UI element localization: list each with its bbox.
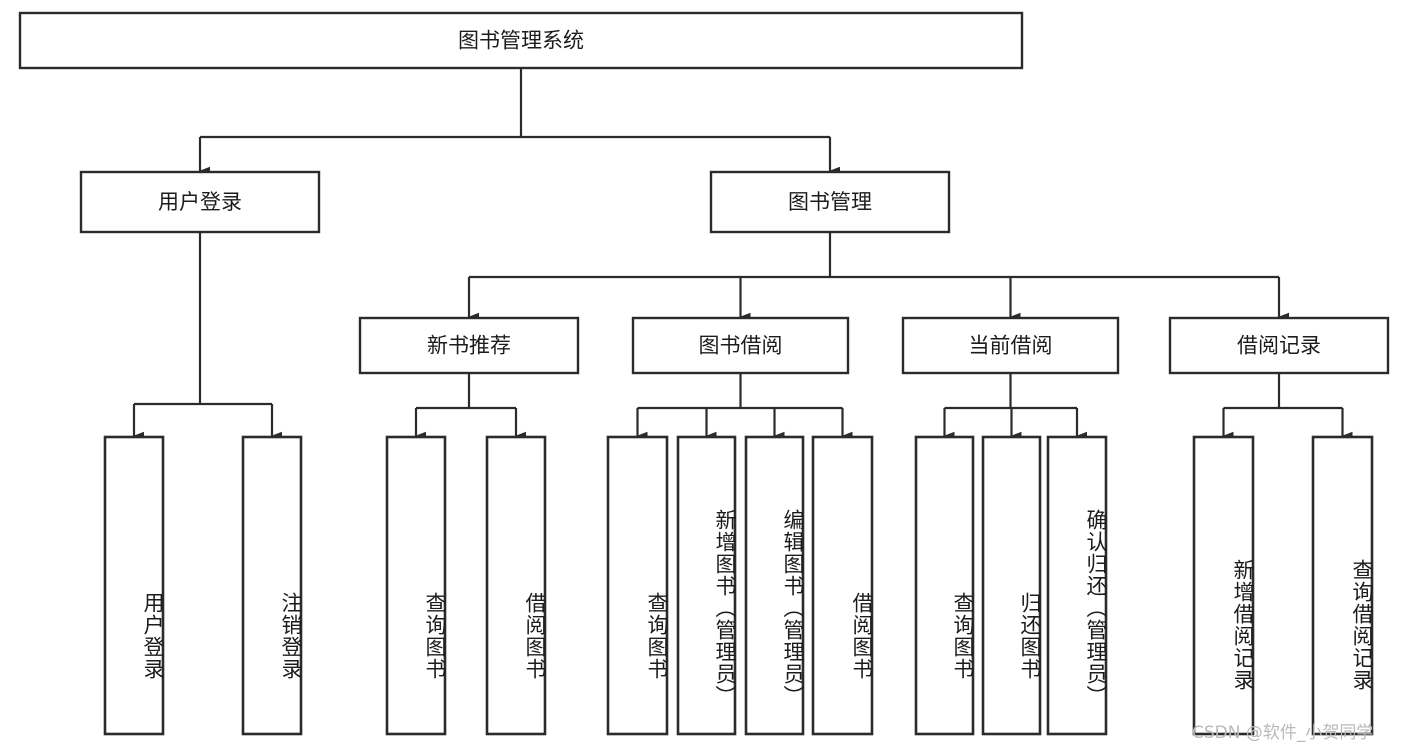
node-root (18, 11, 1024, 70)
node-level3-3-label: 借阅记录 (1237, 334, 1321, 358)
node-level2-1 (709, 170, 951, 234)
node-leaf-5-label: 新增图书（管理员） (713, 509, 737, 708)
node-leaf-11-label: 新增借阅记录 (1231, 558, 1255, 691)
node-level3-0-label: 新书推荐 (427, 334, 511, 358)
box-layer (18, 11, 1390, 736)
node-level3-3 (1168, 316, 1390, 375)
node-leaf-4-label: 查询图书 (645, 591, 669, 680)
node-leaf-10 (1046, 435, 1108, 736)
node-leaf-7 (811, 435, 874, 736)
node-leaf-12 (1311, 435, 1374, 736)
node-level3-2-label: 当前借阅 (969, 334, 1053, 358)
node-root-label: 图书管理系统 (458, 29, 584, 53)
node-leaf-0-label: 用户登录 (141, 591, 165, 680)
node-leaf-5 (676, 435, 737, 736)
node-leaf-8 (914, 435, 975, 736)
node-leaf-9 (981, 435, 1042, 736)
node-leaf-2-label: 查询图书 (423, 591, 447, 680)
node-level2-1-label: 图书管理 (788, 190, 872, 214)
node-leaf-1 (241, 435, 303, 736)
node-leaf-2 (385, 435, 447, 736)
node-level3-2 (901, 316, 1120, 375)
node-leaf-7-label: 借阅图书 (850, 591, 874, 680)
node-leaf-6-label: 编辑图书（管理员） (781, 509, 805, 708)
node-leaf-4 (606, 435, 669, 736)
node-leaf-12-label: 查询借阅记录 (1350, 558, 1374, 691)
node-level2-0 (79, 170, 321, 234)
node-level3-1-label: 图书借阅 (699, 334, 783, 358)
node-leaf-8-label: 查询图书 (951, 591, 975, 680)
node-level2-0-label: 用户登录 (158, 190, 242, 214)
node-level3-0 (358, 316, 580, 375)
node-leaf-9-label: 归还图书 (1018, 591, 1042, 680)
node-leaf-11 (1192, 435, 1255, 736)
node-leaf-3 (485, 435, 547, 736)
node-level3-1 (631, 316, 850, 375)
node-leaf-1-label: 注销登录 (279, 591, 303, 680)
node-leaf-6 (744, 435, 805, 736)
edge-layer (132, 68, 1353, 441)
node-leaf-0 (103, 435, 165, 736)
csdn-watermark: CSDN @软件_小贺同学 (1192, 723, 1374, 743)
node-leaf-3-label: 借阅图书 (523, 591, 547, 680)
node-leaf-10-label: 确认归还（管理员） (1084, 509, 1108, 708)
